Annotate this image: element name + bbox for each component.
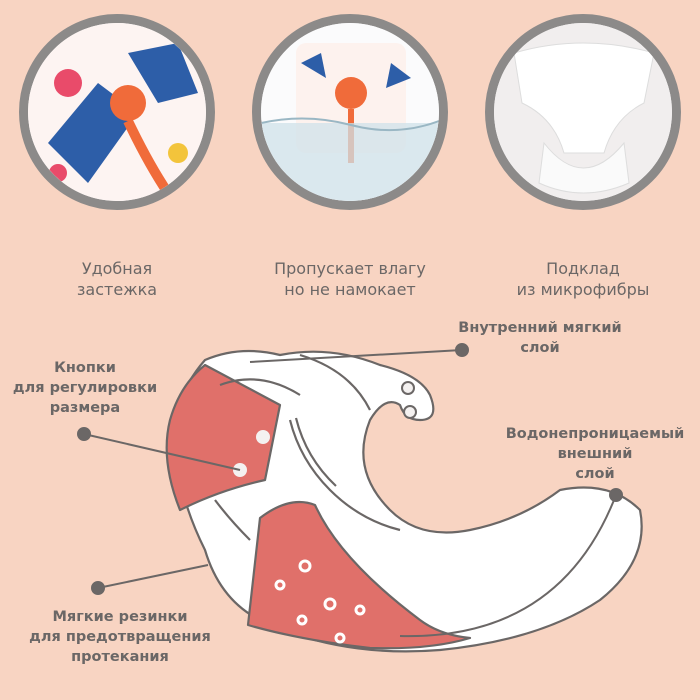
label-line: слой: [520, 340, 560, 356]
leader-dot: [455, 343, 469, 357]
diaper-outer-front: [246, 500, 472, 650]
label-line: Мягкие резинки: [52, 609, 188, 625]
photo-fastener: [19, 14, 215, 210]
caption-line: из микрофибры: [516, 280, 650, 299]
snap: [401, 381, 415, 395]
caption-line: Удобная: [81, 259, 153, 278]
label-outer-layer: Водонепроницаемый внешний слой: [490, 424, 700, 484]
label-elastic: Мягкие резинки для предотвращения протек…: [20, 607, 220, 667]
label-line: Кнопки: [54, 360, 116, 376]
leader-inner: [249, 349, 463, 363]
caption-fastener: Удобная застежка: [7, 258, 227, 300]
label-snaps: Кнопки для регулировки размера: [0, 358, 170, 418]
leader-dot: [77, 427, 91, 441]
microfiber-illustration: [494, 23, 672, 201]
water-illustration: [261, 23, 439, 201]
label-line: для регулировки: [12, 380, 158, 396]
snap: [403, 405, 417, 419]
caption-line: застежка: [76, 280, 158, 299]
label-line: для предотвращения: [29, 629, 211, 645]
label-line: размера: [49, 400, 121, 416]
caption-line: Подклад: [546, 259, 620, 278]
leader-dot: [91, 581, 105, 595]
outer-dots: [274, 559, 366, 644]
label-line: Внутренний мягкий: [458, 320, 622, 336]
label-line: протекания: [71, 649, 169, 665]
caption-water: Пропускает влагу но не намокает: [240, 258, 460, 300]
caption-microfiber: Подклад из микрофибры: [473, 258, 693, 300]
photo-water: [252, 14, 448, 210]
label-line: слой: [575, 466, 615, 482]
label-inner-layer: Внутренний мягкий слой: [440, 318, 640, 358]
fastener-print-illustration: [28, 23, 206, 201]
callout-lines: [77, 343, 623, 638]
leader-outer: [399, 494, 617, 638]
snap: [256, 430, 270, 444]
caption-line: но не намокает: [284, 280, 416, 299]
photo-microfiber: [485, 14, 681, 210]
label-line: внешний: [557, 446, 633, 462]
leader-snaps: [83, 433, 241, 471]
label-line: Водонепроницаемый: [505, 426, 685, 442]
caption-line: Пропускает влагу: [274, 259, 426, 278]
leader-elastic: [97, 564, 209, 589]
size-snaps: [233, 381, 417, 477]
leader-dot: [609, 488, 623, 502]
diaper-side-panel-left: [165, 363, 282, 512]
